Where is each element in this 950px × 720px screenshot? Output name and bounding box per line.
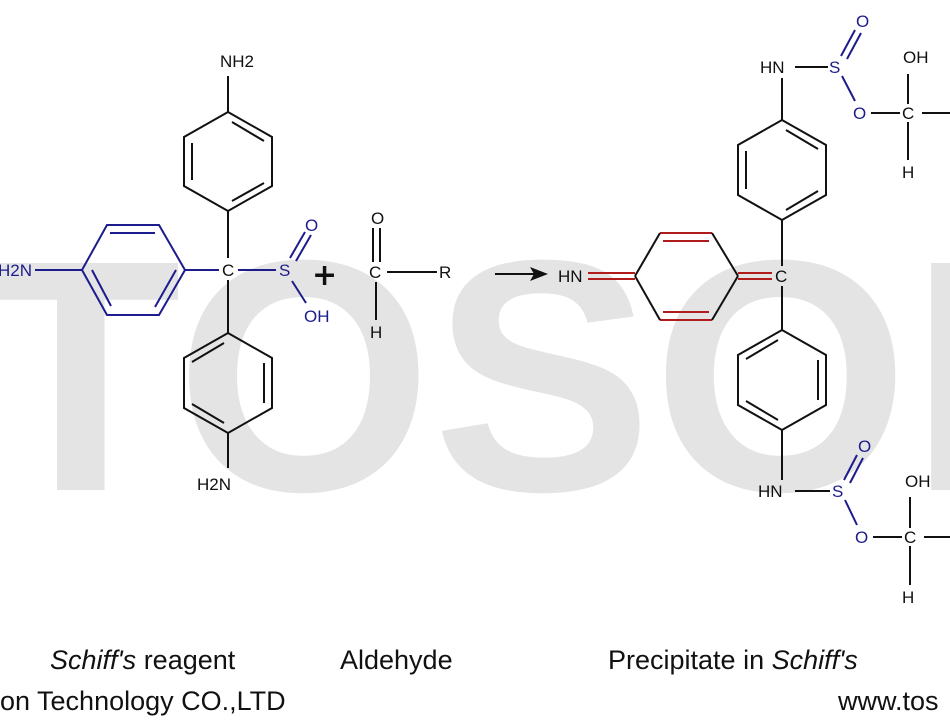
caption-reagent-italic: Schiff's [50,645,137,675]
product-bottom-oh: OH [905,472,931,491]
reagent-bottom-ring [183,280,273,468]
product-quinoid-ring [588,232,772,321]
product-bottom-h: H [902,588,914,607]
caption-aldehyde: Aldehyde [340,645,453,675]
atom-nh2-left: H2N [0,261,32,280]
product-top-s: S [829,58,840,77]
company-name: on Technology CO.,LTD [0,686,286,716]
caption-product: Precipitate in Schiff's [608,645,858,676]
product-c-center: C [775,267,787,286]
aldehyde-bonds [372,228,437,320]
product-top-oh: OH [903,48,929,67]
caption-product-prefix: Precipitate in [608,645,772,675]
atom-oh: OH [304,307,330,326]
aldehyde-o: O [371,209,384,228]
product-top-ring [737,66,950,266]
product-top-o2: O [853,104,866,123]
atom-nh2-bottom: H2N [197,475,231,494]
atom-o: O [305,216,318,235]
caption-product-italic: Schiff's [771,645,858,675]
product-top-o1: O [856,12,869,31]
reagent-left-ring [35,224,312,316]
product-bottom-hn: HN [758,482,783,501]
reagent-top-ring [183,76,273,258]
product-bottom-c: C [904,528,916,547]
product-bottom-s: S [832,482,843,501]
website-link[interactable]: www.tos [838,686,939,716]
aldehyde-h: H [370,323,382,342]
caption-reagent-rest: reagent [136,645,236,675]
product-bottom-sulfonyl-bonds [843,454,864,526]
atom-c-center: C [222,261,234,280]
reaction-arrow [495,267,548,281]
product-top-c: C [902,104,914,123]
product-top-hn: HN [760,58,785,77]
aldehyde-r: R [439,263,451,282]
atom-nh2-top: NH2 [220,52,254,71]
product-bottom-o2: O [855,528,868,547]
caption-reagent: Schiff's reagent [50,645,235,676]
product-bottom-ring [737,286,950,585]
product-top-h: H [902,163,914,182]
atom-s: S [279,261,290,280]
aldehyde-c: C [369,263,381,282]
plus-sign: + [312,258,337,293]
product-bottom-o1: O [858,437,871,456]
product-hn-imine: HN [558,267,583,286]
product-top-sulfonyl-bonds [840,29,862,102]
